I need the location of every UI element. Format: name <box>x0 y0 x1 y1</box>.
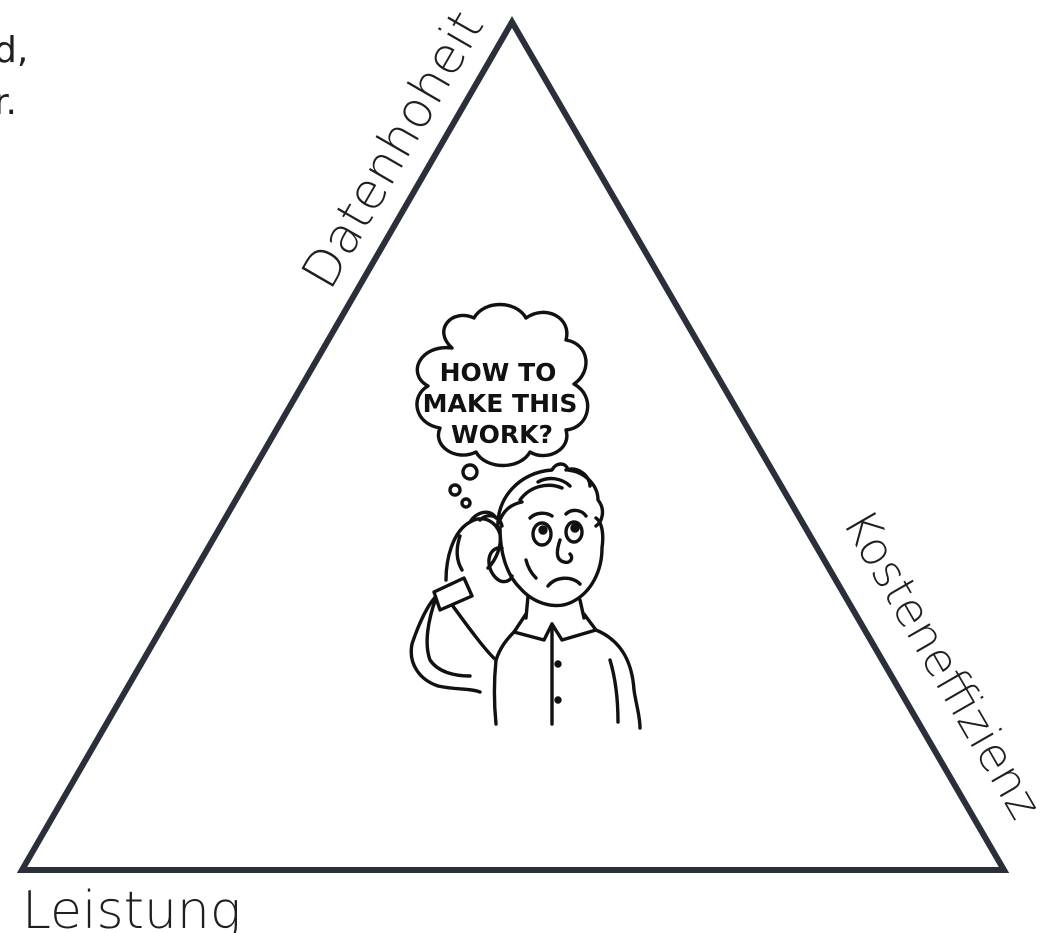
thought-dot-medium <box>450 485 460 495</box>
thought-bubble-line-1: HOW TO <box>440 358 557 387</box>
scratching-hand <box>446 512 502 580</box>
raised-arm <box>411 594 496 692</box>
torso-fold-right <box>610 660 618 722</box>
thought-dot-small <box>462 499 470 507</box>
label-leistung: Leistung <box>22 881 241 933</box>
pupil-left <box>540 527 546 533</box>
hair <box>498 464 603 528</box>
shirt-cuff <box>434 578 472 610</box>
eyebrow-right <box>566 510 586 516</box>
confused-person-illustration: HOW TO MAKE THIS WORK? <box>411 305 640 729</box>
thought-bubble-line-2: MAKE THIS <box>423 389 578 418</box>
label-datenhoheit: Datenhoheit <box>290 1 495 298</box>
eyebrow-left <box>530 513 552 518</box>
cheek-line <box>526 560 536 578</box>
pupil-right <box>572 525 578 531</box>
label-kosteneffizienz: Kosteneffizienz <box>832 501 1050 828</box>
arm-inner <box>427 598 470 676</box>
thought-dot-large <box>463 465 477 479</box>
torso-left <box>495 632 515 724</box>
frowning-mouth <box>548 578 580 586</box>
nose <box>557 540 571 562</box>
thought-bubble-line-3: WORK? <box>451 420 553 449</box>
shirt-button-1 <box>556 662 560 666</box>
shirt-button-2 <box>556 698 560 702</box>
